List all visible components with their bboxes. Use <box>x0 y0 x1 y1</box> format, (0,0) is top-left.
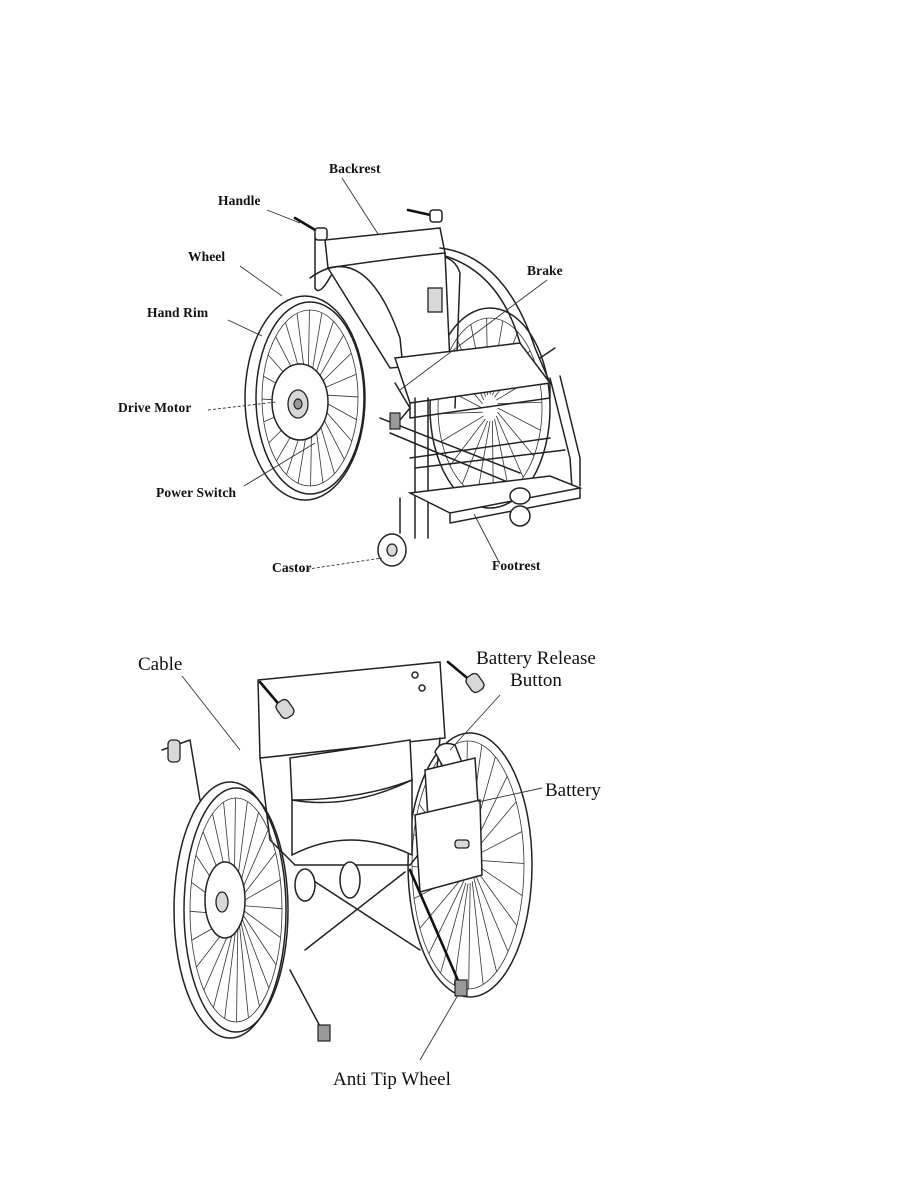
right-anti-tip-wheel <box>454 979 468 997</box>
seat <box>393 342 552 419</box>
bottom-wheelchair-figure: Cable Battery Release Button Battery Ant… <box>110 640 610 1100</box>
anti-tip-wheel-label: Anti Tip Wheel <box>333 1069 451 1090</box>
rear-backrest <box>257 660 485 951</box>
battery-label: Battery <box>545 780 601 801</box>
brake-label: Brake <box>527 263 563 278</box>
power-switch-label: Power Switch <box>156 485 237 500</box>
backrest-patch <box>427 287 443 313</box>
rear-view-wheelchair-drawing <box>161 660 543 1061</box>
battery-pack <box>414 742 483 893</box>
brake-lever <box>389 412 401 430</box>
left-wheel <box>161 739 289 1039</box>
battery-release-label-line2: Button <box>510 670 562 691</box>
wheel-label: Wheel <box>188 249 226 264</box>
left-anti-tip-wheel <box>317 1024 331 1042</box>
cable-label: Cable <box>138 654 183 675</box>
top-leader-lines <box>207 177 548 571</box>
front-view-wheelchair-drawing <box>207 177 583 571</box>
battery-release-button-label: Battery Release Button <box>466 648 606 692</box>
castor-label: Castor <box>272 560 312 575</box>
handle-label: Handle <box>218 193 261 208</box>
backrest-label: Backrest <box>329 161 381 176</box>
hand-rim-label: Hand Rim <box>147 305 209 320</box>
backrest-frame <box>293 208 551 409</box>
footrest-label: Footrest <box>492 558 541 573</box>
near-wheel <box>244 295 366 501</box>
drive-motor-label: Drive Motor <box>118 400 192 415</box>
battery-release-label-line1: Battery Release <box>476 648 596 669</box>
anti-tip-rods <box>289 868 468 1042</box>
front-frame <box>377 347 583 567</box>
bottom-leader-lines <box>181 675 543 1061</box>
top-wheelchair-figure: Backrest Handle Wheel Hand Rim Drive Mot… <box>110 158 608 590</box>
